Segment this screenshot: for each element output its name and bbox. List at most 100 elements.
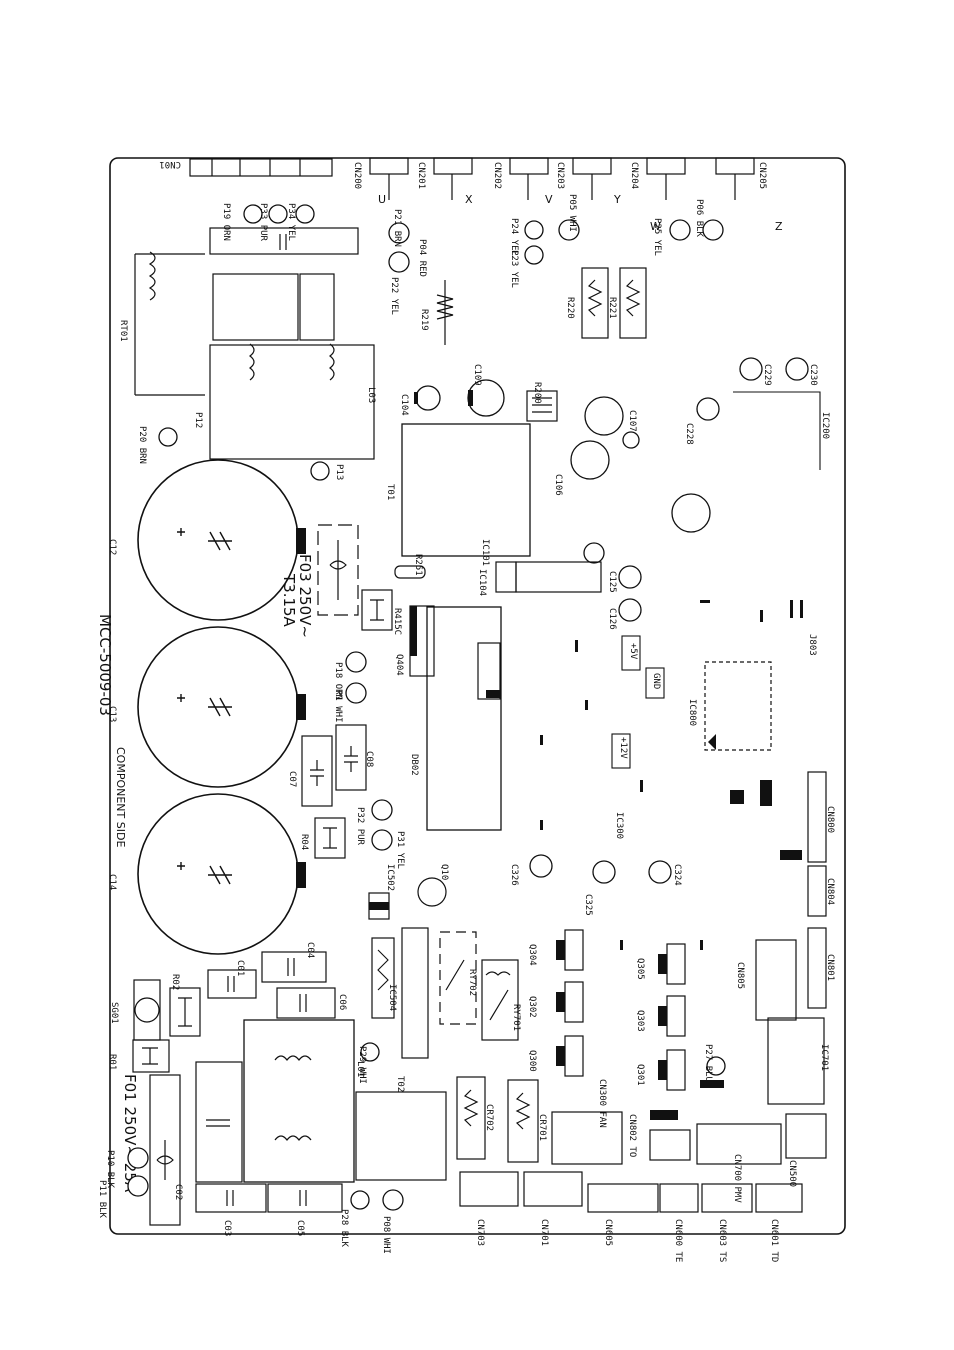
c01-label: C01	[235, 960, 245, 976]
c104-capacitor	[415, 385, 441, 411]
cn200-label: CN200	[352, 162, 362, 189]
c02-capacitor	[195, 1061, 243, 1183]
db02-label: DB02	[409, 754, 419, 776]
j803-label: J803	[807, 634, 817, 656]
probe-p18[interactable]	[345, 651, 367, 673]
pin-w: W	[650, 220, 661, 233]
c01-capacitor	[207, 969, 257, 999]
probe-p31[interactable]	[371, 829, 393, 851]
cn205-label: CN205	[757, 162, 767, 189]
cn01-terminal	[189, 158, 333, 177]
cr702-label: CR702	[484, 1104, 494, 1131]
probe-p26[interactable]	[622, 431, 640, 449]
c228-capacitor	[696, 397, 720, 421]
probe-p06[interactable]	[702, 219, 724, 241]
probe-p13[interactable]	[310, 461, 330, 481]
c109-label: C109	[472, 364, 482, 386]
ic504-label: IC504	[387, 984, 397, 1011]
ic504-block	[371, 937, 395, 1019]
probe-p22[interactable]	[388, 251, 410, 273]
r251-label: R251	[413, 554, 423, 576]
probe-p05[interactable]	[558, 219, 580, 241]
r220-label: R220	[565, 297, 575, 319]
cn601-connector	[755, 1183, 803, 1213]
probe-p1[interactable]	[345, 682, 367, 704]
probe-p27[interactable]	[706, 1056, 726, 1076]
c324-label: C324	[672, 864, 682, 886]
probe-p34[interactable]	[295, 204, 315, 224]
gnd-box	[645, 667, 665, 699]
cn802-connector	[649, 1129, 691, 1161]
c06-label: C06	[337, 994, 347, 1010]
cn804-connector	[807, 865, 827, 917]
probe-p23[interactable]	[524, 245, 544, 265]
cn700-pmv-connector	[696, 1123, 782, 1165]
q302-transistor	[564, 981, 584, 1023]
cn500-label: CN500	[787, 1160, 797, 1187]
p11-label: P11 BLK	[97, 1180, 107, 1219]
q303-label: Q303	[635, 1010, 645, 1032]
p13-label: P13	[334, 464, 344, 480]
cn603-label: CN603 TS	[717, 1219, 727, 1262]
p33-label: P33 PUR	[258, 203, 268, 242]
p29-label: P29 WHI	[357, 1046, 367, 1084]
r219-resistor	[436, 280, 454, 345]
probe-p21[interactable]	[388, 222, 410, 244]
q303-transistor	[666, 995, 686, 1037]
probe-p24[interactable]	[524, 220, 544, 240]
probe-p19[interactable]	[243, 204, 263, 224]
probe-p20[interactable]	[158, 427, 178, 447]
probe-p29[interactable]	[360, 1042, 380, 1062]
cn201-connector	[433, 157, 473, 175]
cr701-label: CR701	[537, 1114, 547, 1141]
v12-label: +12V	[618, 737, 628, 759]
c325-capacitor	[592, 860, 616, 884]
ry702-label: RY702	[467, 969, 477, 996]
ic104-label: IC104	[477, 569, 487, 596]
cn201-label: CN201	[416, 162, 426, 189]
probe-p25[interactable]	[669, 219, 691, 241]
r04-varistor	[314, 817, 346, 859]
c326-capacitor	[529, 854, 553, 878]
q305-transistor	[666, 943, 686, 985]
c04-capacitor	[261, 951, 327, 983]
q304-label: Q304	[527, 944, 537, 966]
cn603-connector	[701, 1183, 753, 1213]
probe-p32[interactable]	[371, 799, 393, 821]
l01-inductor	[243, 1019, 355, 1183]
c03-label: C03	[222, 1220, 232, 1236]
cn300-label: CN300 FAN	[597, 1079, 607, 1128]
ry702-relay	[439, 931, 477, 1025]
p1-label: P1 WHI	[333, 690, 343, 723]
cn805-connector	[755, 939, 797, 1021]
cn701-label: CN701	[539, 1219, 549, 1246]
cn804-label: CN804	[825, 878, 835, 905]
r01-varistor	[132, 1039, 170, 1073]
p19-label: P19 ORN	[221, 203, 231, 241]
v5-label: +5V	[628, 643, 638, 660]
q300-transistor	[564, 1035, 584, 1077]
probe-p28[interactable]	[350, 1190, 370, 1210]
ic300-label: IC300	[614, 812, 624, 839]
cn800-label: CN800	[825, 806, 835, 833]
c122-capacitor	[583, 542, 605, 564]
p21-label: P21 BRN	[392, 209, 402, 247]
p24-label: P24 YEL	[509, 218, 519, 256]
p06-label: P06 BLK	[694, 199, 704, 238]
r02-label: R02	[170, 974, 180, 990]
f03-label: F03 250V~	[296, 554, 314, 638]
r200-label: R200	[532, 382, 542, 404]
c230-label: C230	[808, 364, 818, 386]
probe-p11[interactable]	[127, 1175, 149, 1197]
pin-v: V	[545, 193, 553, 206]
p25-label: P25 YEL	[652, 218, 662, 256]
c03-capacitor	[195, 1183, 267, 1213]
probe-p10[interactable]	[127, 1147, 149, 1169]
c230-capacitor	[785, 357, 809, 381]
cn800-connector	[807, 771, 827, 863]
q301-label: Q301	[635, 1064, 645, 1086]
probe-p33[interactable]	[268, 204, 288, 224]
c106-capacitor	[570, 440, 610, 480]
ic200-outline	[733, 391, 821, 470]
probe-p08[interactable]	[382, 1189, 404, 1211]
